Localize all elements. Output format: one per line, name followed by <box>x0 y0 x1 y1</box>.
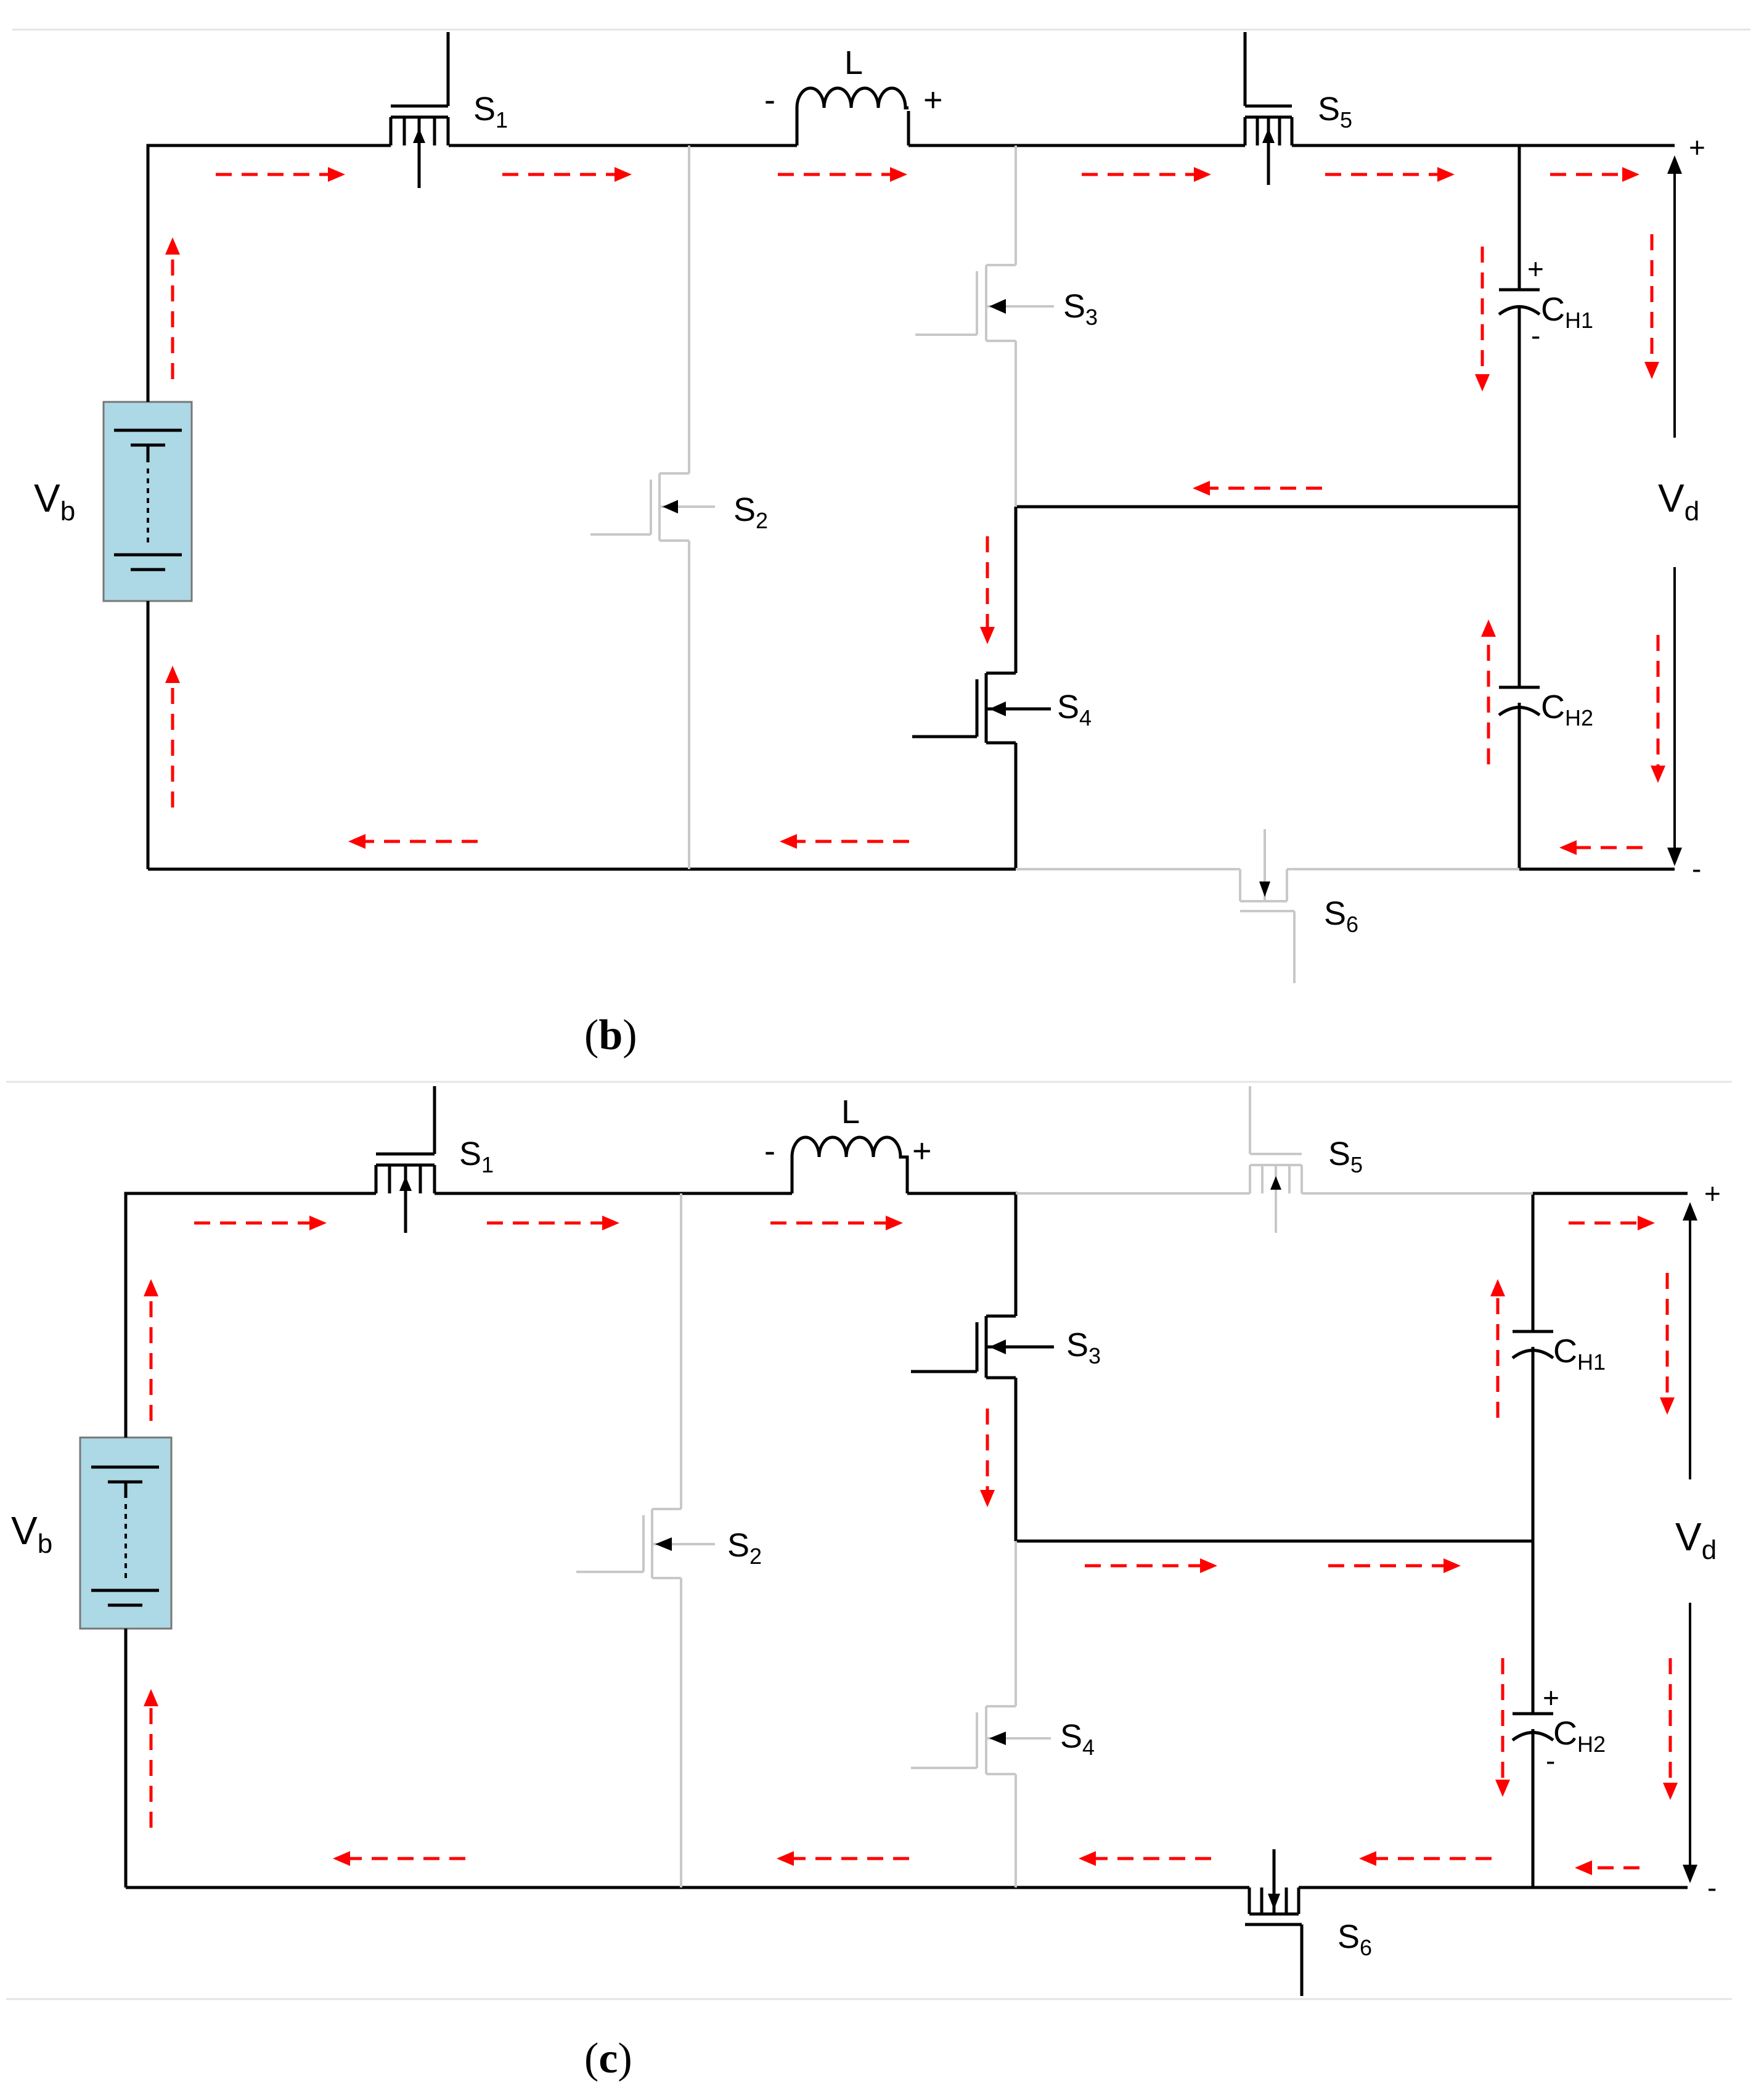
panel-c-circuit: S1 L - + S5 S3 S2 S4 S6 Vb Vd CH1 CH2 + … <box>11 1086 1721 1996</box>
switch-s5 <box>1243 32 1294 185</box>
inductor-coil <box>790 1135 909 1193</box>
s1-label: S1 <box>473 91 508 133</box>
ch1-label: CH1 <box>1541 291 1593 333</box>
switch-s6 <box>1245 1849 1304 1996</box>
s2-label: S2 <box>733 491 768 533</box>
out-plus: + <box>1704 1177 1721 1209</box>
out-minus: - <box>1692 853 1701 885</box>
switch-s1 <box>374 1086 436 1233</box>
ch1-minus: - <box>1531 319 1540 351</box>
panel-c-labels: S1 L - + S5 S3 S2 S4 S6 Vb Vd CH1 CH2 + … <box>11 1094 1721 1960</box>
s6-label: S6 <box>1324 895 1358 937</box>
ch2-label: CH2 <box>1541 689 1593 730</box>
ch1-plus: + <box>1527 253 1544 285</box>
s6-label: S6 <box>1337 1918 1372 1960</box>
inductor-plus: + <box>923 81 943 118</box>
s2-label: S2 <box>727 1527 762 1569</box>
s3-label: S3 <box>1063 288 1098 330</box>
vb-label: Vb <box>11 1508 52 1559</box>
battery-enclosure <box>79 1436 173 1630</box>
inductor-plus: + <box>912 1132 932 1169</box>
switch-s5 <box>1249 1086 1303 1233</box>
inactive-wires <box>688 145 1519 870</box>
current-flow-arrows <box>149 1221 1672 1870</box>
s1-label: S1 <box>459 1135 494 1177</box>
caption-c: (c) <box>584 2035 632 2082</box>
inductor-label: L <box>841 1094 860 1131</box>
capacitor-ch1 <box>1511 1330 1554 1360</box>
capacitor-ch2 <box>1498 685 1541 717</box>
vd-arrow <box>1667 155 1682 866</box>
inactive-wires <box>680 1192 1533 1887</box>
s5-label: S5 <box>1328 1135 1363 1177</box>
panel-b-labels: S1 L - + S5 S3 S2 S4 S6 Vb Vd CH1 CH2 + … <box>34 44 1705 937</box>
capacitor-ch1 <box>1498 288 1541 316</box>
current-flow-arrowheads <box>144 1216 1678 1875</box>
vd-arrow <box>1683 1202 1697 1883</box>
switch-s1 <box>389 32 450 188</box>
out-plus: + <box>1689 131 1705 163</box>
current-flow-arrowheads <box>165 167 1665 855</box>
inductor-coil <box>795 86 909 145</box>
vd-label: Vd <box>1658 476 1699 526</box>
switch-s4 <box>912 671 1051 745</box>
switch-s3 <box>911 1314 1054 1380</box>
inductor-label: L <box>844 44 863 81</box>
current-flow-arrows <box>171 173 1660 849</box>
switch-s6 <box>1239 829 1296 983</box>
switch-s2 <box>576 1508 715 1579</box>
s4-label: S4 <box>1060 1718 1095 1760</box>
s5-label: S5 <box>1318 91 1352 133</box>
switch-s2 <box>590 472 715 542</box>
s4-label: S4 <box>1057 689 1092 730</box>
switch-s4 <box>911 1705 1051 1775</box>
ch2-label: CH2 <box>1553 1715 1606 1757</box>
battery-cells <box>91 1465 159 1607</box>
active-wires <box>124 1192 1688 1889</box>
ch2-plus: + <box>1543 1682 1559 1714</box>
inductor-minus: - <box>764 1132 775 1169</box>
switch-s3 <box>915 264 1054 342</box>
vb-label: Vb <box>34 476 75 526</box>
vd-label: Vd <box>1675 1515 1717 1565</box>
battery-cells <box>114 428 182 571</box>
ch1-label: CH1 <box>1553 1333 1606 1375</box>
caption-b: (b) <box>584 1012 637 1059</box>
ch2-minus: - <box>1546 1744 1555 1777</box>
capacitor-ch2 <box>1511 1712 1554 1742</box>
active-wires <box>146 111 1675 871</box>
s3-label: S3 <box>1066 1327 1101 1368</box>
inductor-minus: - <box>764 81 775 118</box>
out-minus: - <box>1707 1871 1717 1904</box>
panel-b-circuit: S1 L - + S5 S3 S2 S4 S6 Vb Vd CH1 CH2 + … <box>34 32 1705 983</box>
